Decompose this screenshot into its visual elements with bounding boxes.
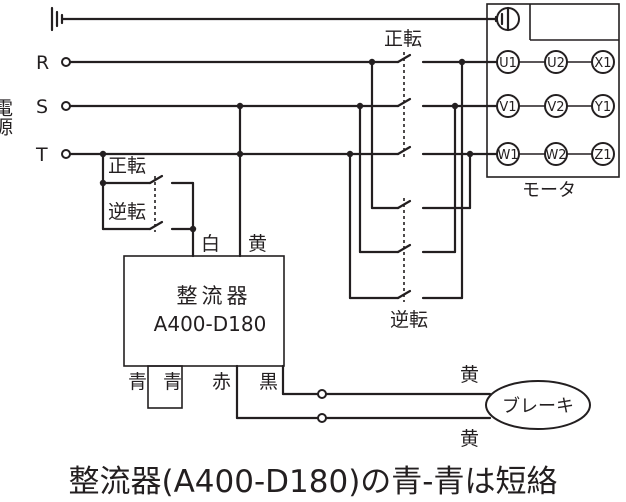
power-source-label: 電源 <box>0 98 13 137</box>
rectifier-box <box>123 255 285 367</box>
ground-symbol <box>50 6 64 32</box>
motor-terminal-v2: V2 <box>547 100 564 115</box>
phase-t-label: T <box>35 144 48 166</box>
motor-terminal-u2: U2 <box>547 56 565 71</box>
motor-terminals <box>496 50 615 166</box>
reverse-main-label: 逆転 <box>390 309 428 331</box>
brake-coil <box>485 380 591 430</box>
wire-blue-2-label: 青 <box>163 371 182 393</box>
motor-terminal-u1: U1 <box>499 56 517 71</box>
motor-label: モータ <box>522 180 576 201</box>
wire-yellow-label: 黄 <box>248 233 267 255</box>
forward-control-label: 正転 <box>108 155 146 177</box>
forward-main-label: 正転 <box>384 28 422 50</box>
motor-terminal-z1: Z1 <box>594 148 611 163</box>
motor-terminal-w1: W1 <box>497 148 518 163</box>
junction-dots <box>99 58 474 233</box>
terminal-r <box>61 57 71 67</box>
terminal-t <box>61 149 71 159</box>
brake-yellow-bottom-label: 黄 <box>460 428 479 450</box>
reverse-main-bus <box>348 60 472 302</box>
diagram-caption: 整流器(A400-D180)の青-青は短絡 <box>69 464 558 500</box>
phase-s-label: S <box>36 96 48 118</box>
motor-ground-terminal <box>494 6 520 32</box>
terminal-s <box>61 101 71 111</box>
brake-terminal-top <box>317 389 327 399</box>
brake-terminal-bottom <box>317 413 327 423</box>
brake-label: ブレーキ <box>502 395 574 417</box>
wire-red-label: 赤 <box>212 371 231 393</box>
motor-terminal-w2: W2 <box>545 148 566 163</box>
motor-terminal-y1: Y1 <box>594 100 611 115</box>
motor-terminal-x1: X1 <box>594 56 611 71</box>
forward-main-contacts <box>396 52 412 158</box>
rectifier-output-wires <box>147 364 492 420</box>
brake-yellow-top-label: 黄 <box>460 364 479 386</box>
motor-terminal-v1: V1 <box>499 100 516 115</box>
motor-terminal-box <box>486 3 620 178</box>
wire-blue-1-label: 青 <box>128 371 147 393</box>
wire-black-label: 黒 <box>259 371 278 393</box>
control-switches <box>101 152 195 258</box>
reverse-control-label: 逆転 <box>108 201 146 223</box>
phase-r-label: R <box>36 52 49 74</box>
wire-white-label: 白 <box>201 233 220 255</box>
rectifier-model: A400-D180 <box>154 312 267 336</box>
rectifier-name: 整流器 <box>177 284 252 308</box>
